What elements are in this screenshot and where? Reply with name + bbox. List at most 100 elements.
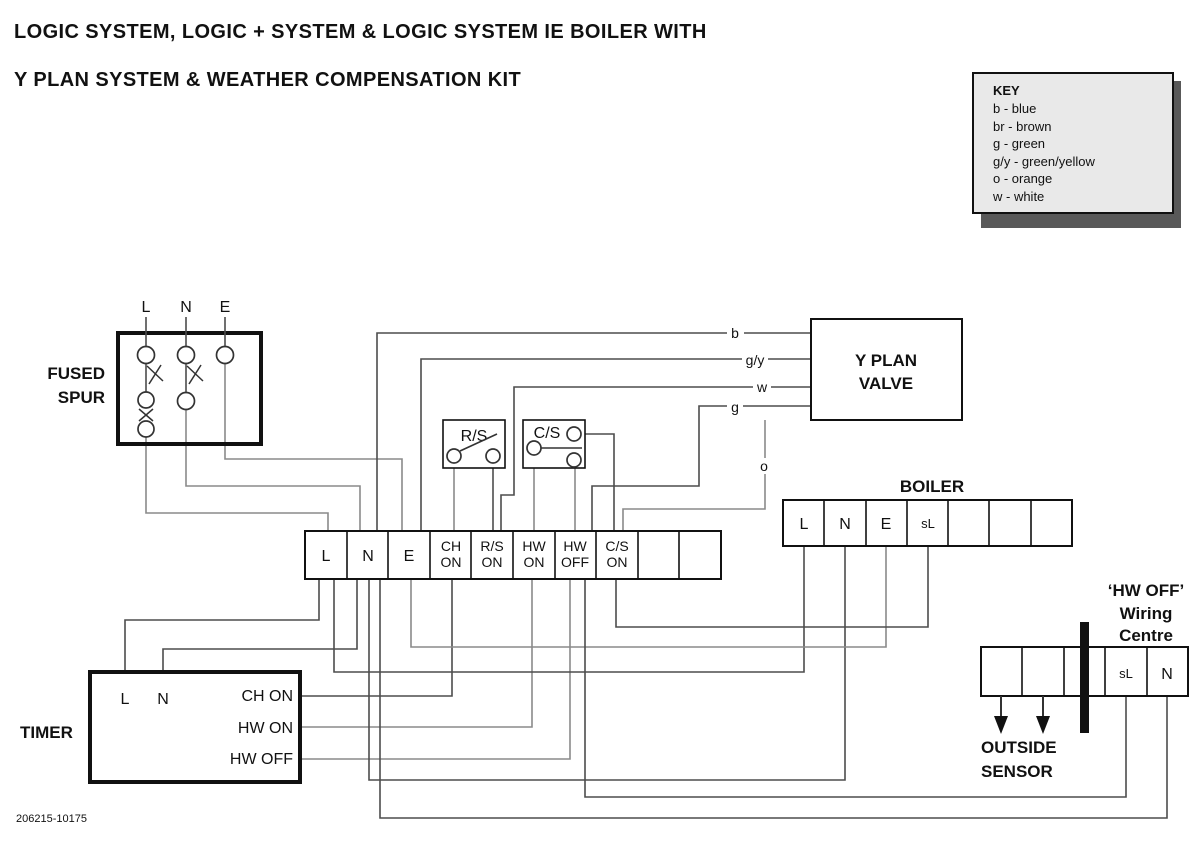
main-terminal-e: E [404, 548, 415, 565]
wire-w [500, 386, 811, 531]
switch-x-mark [188, 364, 202, 385]
rs-contact-right [485, 448, 501, 464]
main-terminal-hw-on: HW [522, 538, 546, 554]
cylinder-stat-switch: C/S [522, 419, 586, 469]
timer-label: TIMER [20, 723, 73, 742]
boiler-terminal-l: L [800, 516, 809, 533]
wire-n-to-boiler [368, 546, 846, 781]
wire-cs-on-to-boiler-sl [615, 546, 929, 628]
wire-label-group: b g/y w g o [727, 325, 773, 474]
key-item: br - brown [993, 119, 1052, 134]
outside-sensor: OUTSIDE SENSOR [981, 696, 1057, 781]
main-terminal-cs-on: C/S [605, 538, 628, 554]
label-bg [727, 325, 744, 341]
fused-spur: FUSED SPUR L N E [47, 299, 263, 446]
spur-contact [176, 345, 196, 365]
wire-gy [420, 358, 811, 531]
spur-terminal-e: E [220, 299, 231, 316]
room-stat-switch: R/S [442, 419, 506, 469]
boiler-strip-frame [782, 499, 1073, 547]
wc-terminal-n: N [1161, 666, 1173, 683]
cs-contact-left [526, 440, 542, 456]
rs-contact-left [446, 448, 462, 464]
timer-box [88, 670, 302, 784]
fused-spur-box [116, 331, 263, 446]
boiler-terminal-n: N [839, 516, 851, 533]
main-terminal-strip: L N E CH ON R/S ON HW ON HW OFF C/S ON [304, 530, 722, 580]
main-terminal-hw-off: OFF [561, 554, 589, 570]
main-terminal-ch-on: CH [441, 538, 461, 554]
key-item: w - white [992, 189, 1044, 204]
sensor-cable-bar [1080, 622, 1089, 733]
wiring-centre-label3: Centre [1119, 626, 1173, 645]
label-bg [727, 398, 743, 415]
cs-contact-bottom [566, 452, 582, 468]
boiler-terminal-sl: sL [921, 516, 935, 531]
page-title-line1: LOGIC SYSTEM, LOGIC + SYSTEM & LOGIC SYS… [14, 21, 707, 43]
wire-n-to-wc-n [379, 579, 1168, 819]
wires [124, 332, 1168, 819]
boiler: BOILER L N E sL [782, 477, 1073, 547]
valve-label2: VALVE [859, 374, 913, 393]
cs-label: C/S [534, 425, 561, 442]
wire-hw-off-to-wc-sl [584, 579, 1127, 798]
wire-strip-l-to-timer [124, 579, 320, 672]
switch-x-mark [148, 364, 162, 385]
y-plan-valve: Y PLAN VALVE [810, 318, 963, 421]
spur-terminal-l: L [142, 299, 151, 316]
main-terminal-rs-on: ON [482, 554, 503, 570]
key-item: g/y - green/yellow [993, 154, 1095, 169]
label-bg [742, 351, 768, 368]
timer-output-hw-off: HW OFF [230, 751, 293, 768]
timer-output-ch-on: CH ON [241, 688, 293, 705]
label-bg [753, 379, 771, 394]
key-box-frame [972, 72, 1174, 214]
wire-spur-n-to-strip [185, 409, 361, 531]
fuse-top [137, 391, 155, 409]
timer-output-hw-on: HW ON [238, 720, 293, 737]
wire-hw-on-to-timer [300, 579, 533, 728]
page-title-line2: Y PLAN SYSTEM & WEATHER COMPENSATION KIT [14, 69, 521, 91]
fused-spur-label2: SPUR [58, 388, 105, 407]
fused-spur-label1: FUSED [47, 364, 105, 383]
fuse-hourglass [138, 408, 154, 422]
wire-label-b: b [731, 325, 739, 341]
fuse-bottom [137, 420, 155, 438]
boiler-terminal-e: E [881, 516, 892, 533]
wire-l-to-boiler [333, 546, 805, 673]
outside-sensor-label2: SENSOR [981, 762, 1053, 781]
wire-label-w: w [756, 379, 768, 395]
outside-sensor-label1: OUTSIDE [981, 738, 1057, 757]
boiler-label: BOILER [900, 477, 964, 496]
wire-o [622, 420, 766, 531]
spur-terminal-n: N [180, 299, 192, 316]
label-bg [757, 458, 773, 474]
main-terminal-l: L [322, 548, 331, 565]
valve-box [810, 318, 963, 421]
wire-label-g: g [731, 399, 739, 415]
cs-contact-top [566, 426, 582, 442]
spur-contact [176, 391, 196, 411]
wire-ch-on-to-timer [300, 579, 453, 697]
wire-g [591, 405, 811, 531]
key-item: g - green [993, 136, 1045, 151]
timer-terminal-l: L [121, 691, 130, 708]
timer-terminal-n: N [157, 691, 169, 708]
spur-contact [136, 345, 156, 365]
key-title: KEY [993, 83, 1020, 98]
main-terminal-hw-on: ON [524, 554, 545, 570]
wiring-centre: ‘HW OFF’ Wiring Centre sL N [980, 581, 1189, 733]
main-terminal-rs-on: R/S [480, 538, 503, 554]
main-terminal-n: N [362, 548, 374, 565]
part-number: 206215-10175 [16, 813, 87, 825]
down-arrow-icon [994, 716, 1008, 734]
main-terminal-cs-on: ON [607, 554, 628, 570]
key-item: o - orange [993, 171, 1052, 186]
wire-label-o: o [760, 458, 768, 474]
rs-label: R/S [461, 428, 488, 445]
wire-spur-e-to-strip [224, 364, 403, 531]
wire-spur-l-to-strip [145, 437, 329, 531]
wiring-centre-label1: ‘HW OFF’ [1108, 581, 1184, 600]
spur-contact [215, 345, 235, 365]
wc-terminal-sl: sL [1119, 666, 1133, 681]
